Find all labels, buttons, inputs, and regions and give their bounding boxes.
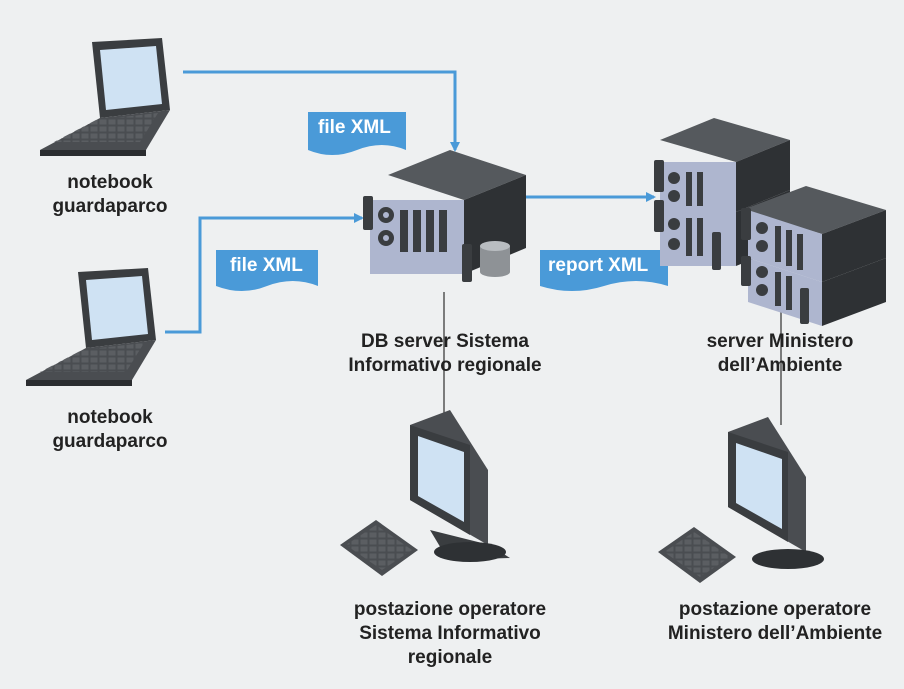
laptop-icon — [40, 38, 170, 156]
workstation-regional-label-line1: postazione operatore — [353, 599, 547, 620]
notebook-bottom-label: notebook guardaparco — [40, 406, 180, 454]
connectors — [165, 70, 656, 334]
server-cluster-icon — [654, 118, 886, 326]
notebook-bottom-label-line1: notebook — [67, 407, 153, 428]
notebook-top-label-line2: guardaparco — [52, 196, 168, 217]
ministry-server-label-line2: dell’Ambiente — [717, 355, 843, 376]
workstation-regional-label: postazione operatore Sistema Informativo… — [325, 598, 575, 670]
keyboard-icon — [658, 527, 736, 583]
workstation-ministry-label-line1: postazione operatore — [678, 599, 872, 620]
workstation-ministry-label: postazione operatore Ministero dell’Ambi… — [655, 598, 895, 646]
file-xml-tag-bottom-label: file XML — [230, 255, 303, 276]
laptop-icon — [26, 268, 156, 386]
notebook-top-label: notebook guardaparco — [40, 171, 180, 219]
file-xml-tag-top — [308, 112, 406, 155]
db-server-label-line2: Informativo regionale — [348, 355, 542, 376]
workstation-ministry-label-line2: Ministero dell’Ambiente — [667, 623, 883, 644]
file-xml-tag-bottom — [216, 250, 318, 291]
database-icon — [480, 241, 510, 277]
connector-notebook-top-to-db — [183, 70, 460, 152]
wire-links — [443, 292, 782, 425]
desktop-computer-icon — [410, 410, 510, 562]
workstation-regional-label-line3: regionale — [407, 647, 493, 668]
connector-notebook-bottom-to-db — [165, 213, 364, 334]
ministry-server-label: server Ministero dell’Ambiente — [690, 330, 870, 378]
notebook-top-label-line1: notebook — [67, 172, 153, 193]
db-server-label: DB server Sistema Informativo regionale — [330, 330, 560, 378]
workstation-regional-label-line2: Sistema Informativo — [359, 623, 541, 644]
server-icon — [363, 150, 526, 282]
keyboard-icon — [340, 520, 418, 576]
ministry-server-label-line1: server Ministero — [706, 331, 854, 352]
db-server-label-line1: DB server Sistema — [361, 331, 529, 352]
notebook-bottom-label-line2: guardaparco — [52, 431, 168, 452]
report-xml-tag-label: report XML — [548, 255, 649, 276]
report-xml-tag — [540, 250, 668, 291]
desktop-computer-icon — [728, 417, 824, 569]
file-xml-tag-top-label: file XML — [318, 117, 391, 138]
